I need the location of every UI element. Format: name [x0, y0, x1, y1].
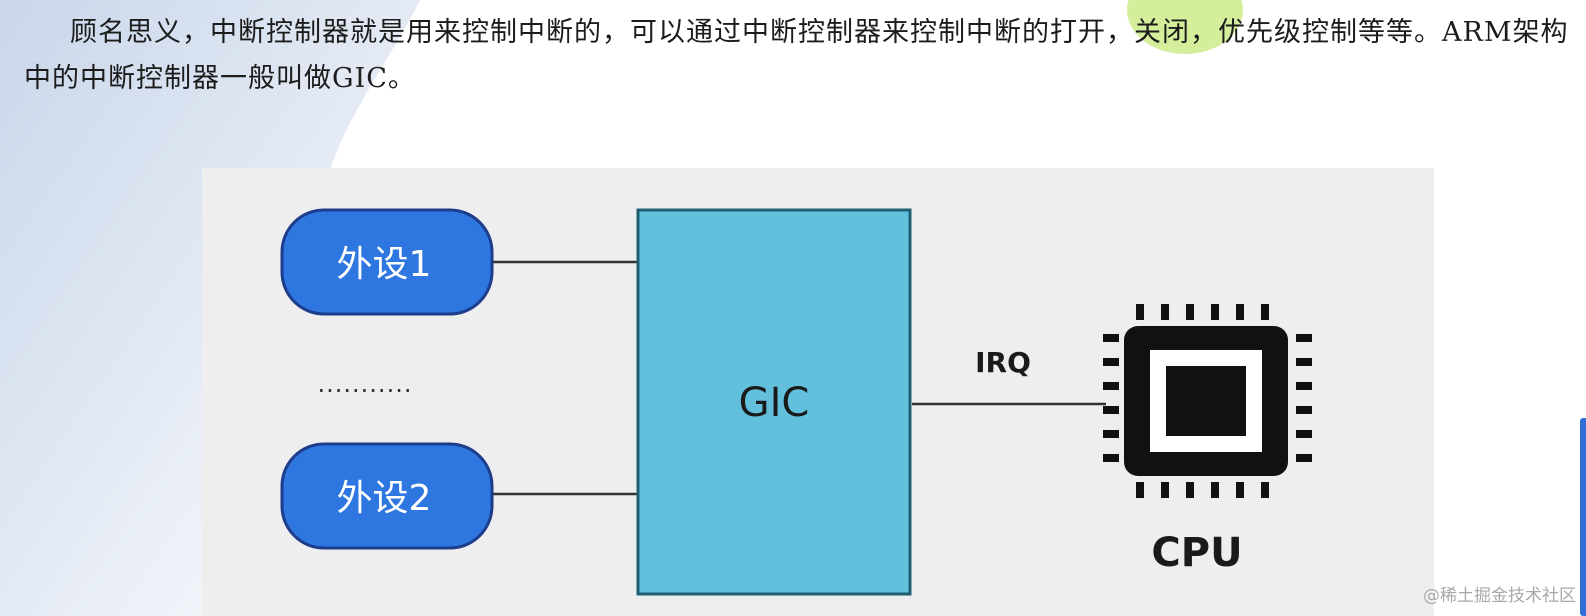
intro-paragraph: 顾名思义，中断控制器就是用来控制中断的，可以通过中断控制器来控制中断的打开，关闭…	[24, 17, 1569, 94]
gic-node: GIC	[636, 208, 912, 596]
peripheral-2-node: 外设2	[280, 442, 494, 550]
peripheral-1-node: 外设1	[280, 208, 494, 316]
peripheral-2-label: 外设2	[337, 478, 432, 519]
cpu-chip-icon	[1103, 304, 1312, 498]
scrollbar-thumb[interactable]	[1580, 418, 1586, 616]
peripheral-1-label: 外设1	[337, 244, 432, 285]
cpu-label: CPU	[1151, 530, 1242, 576]
ellipsis-label: ...........	[318, 370, 413, 398]
irq-label: IRQ	[975, 346, 1031, 379]
intro-text: 顾名思义，中断控制器就是用来控制中断的，可以通过中断控制器来控制中断的打开，关闭…	[24, 10, 1574, 102]
gic-label: GIC	[739, 380, 810, 426]
watermark-text: @稀土掘金技术社区	[1423, 586, 1576, 606]
